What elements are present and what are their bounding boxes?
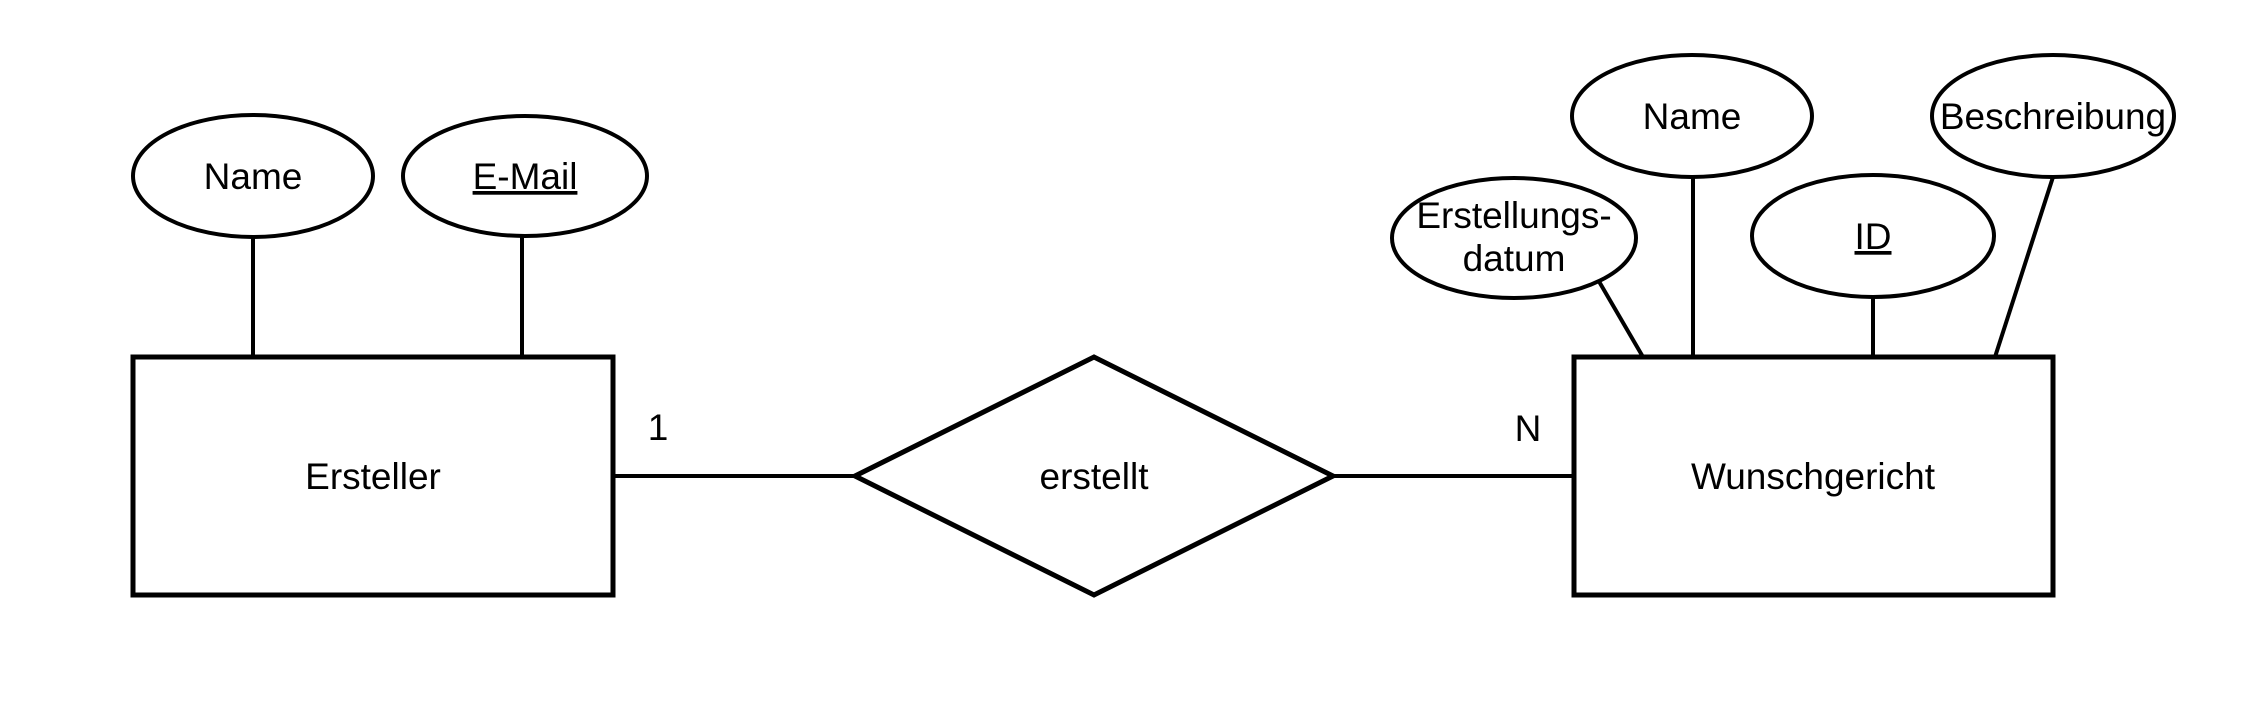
attribute-wunschgericht-beschreibung-ellipse: [1930, 53, 2176, 179]
entity-ersteller: Ersteller: [130, 354, 616, 598]
attribute-wunschgericht-name-ellipse: [1570, 53, 1814, 179]
entity-ersteller-label: Ersteller: [305, 456, 441, 497]
attribute-wunschgericht-name-label: Name: [1643, 96, 1742, 137]
cardinality-right-label: N: [1515, 408, 1542, 449]
entity-wunschgericht-label: Wunschgericht: [1691, 456, 1936, 497]
attribute-wunschgericht-erstellungsdatum-label-line2: datum: [1463, 238, 1566, 279]
attribute-ersteller-email-ellipse: [401, 114, 649, 238]
attribute-wunschgericht-id-label: ID: [1855, 216, 1892, 257]
attribute-ersteller-name: Name: [131, 113, 375, 239]
attribute-ersteller-email-label: E-Mail: [473, 156, 578, 197]
relationship-erstellt-label: erstellt: [1040, 456, 1150, 497]
attribute-ersteller-email: E-Mail: [401, 114, 649, 238]
attribute-wunschgericht-erstellungsdatum-ellipse: [1390, 176, 1638, 300]
attribute-wunschgericht-name: Name: [1570, 53, 1814, 179]
connector-wunschgericht-erstellungsdatum: [1595, 276, 1645, 359]
attribute-wunschgericht-beschreibung: Beschreibung: [1930, 53, 2176, 179]
entity-wunschgericht-box: [1571, 354, 2056, 598]
connector-wunschgericht-beschreibung: [1993, 176, 2055, 358]
attribute-wunschgericht-beschreibung-label: Beschreibung: [1940, 96, 2166, 137]
relationship-erstellt-diamond: [849, 354, 1339, 598]
cardinality-left-label: 1: [648, 407, 669, 448]
attribute-ersteller-name-ellipse: [131, 113, 375, 239]
entity-ersteller-box: [130, 354, 616, 598]
attribute-wunschgericht-erstellungsdatum-label-line1: Erstellungs-: [1416, 195, 1611, 236]
attribute-wunschgericht-id-ellipse: [1750, 173, 1996, 299]
entity-wunschgericht: Wunschgericht: [1571, 354, 2056, 598]
attribute-ersteller-name-label: Name: [204, 156, 303, 197]
relationship-erstellt: erstellt 1 N: [648, 354, 1542, 598]
attribute-wunschgericht-erstellungsdatum: Erstellungs- datum: [1390, 176, 1638, 300]
attribute-wunschgericht-id: ID: [1750, 173, 1996, 299]
